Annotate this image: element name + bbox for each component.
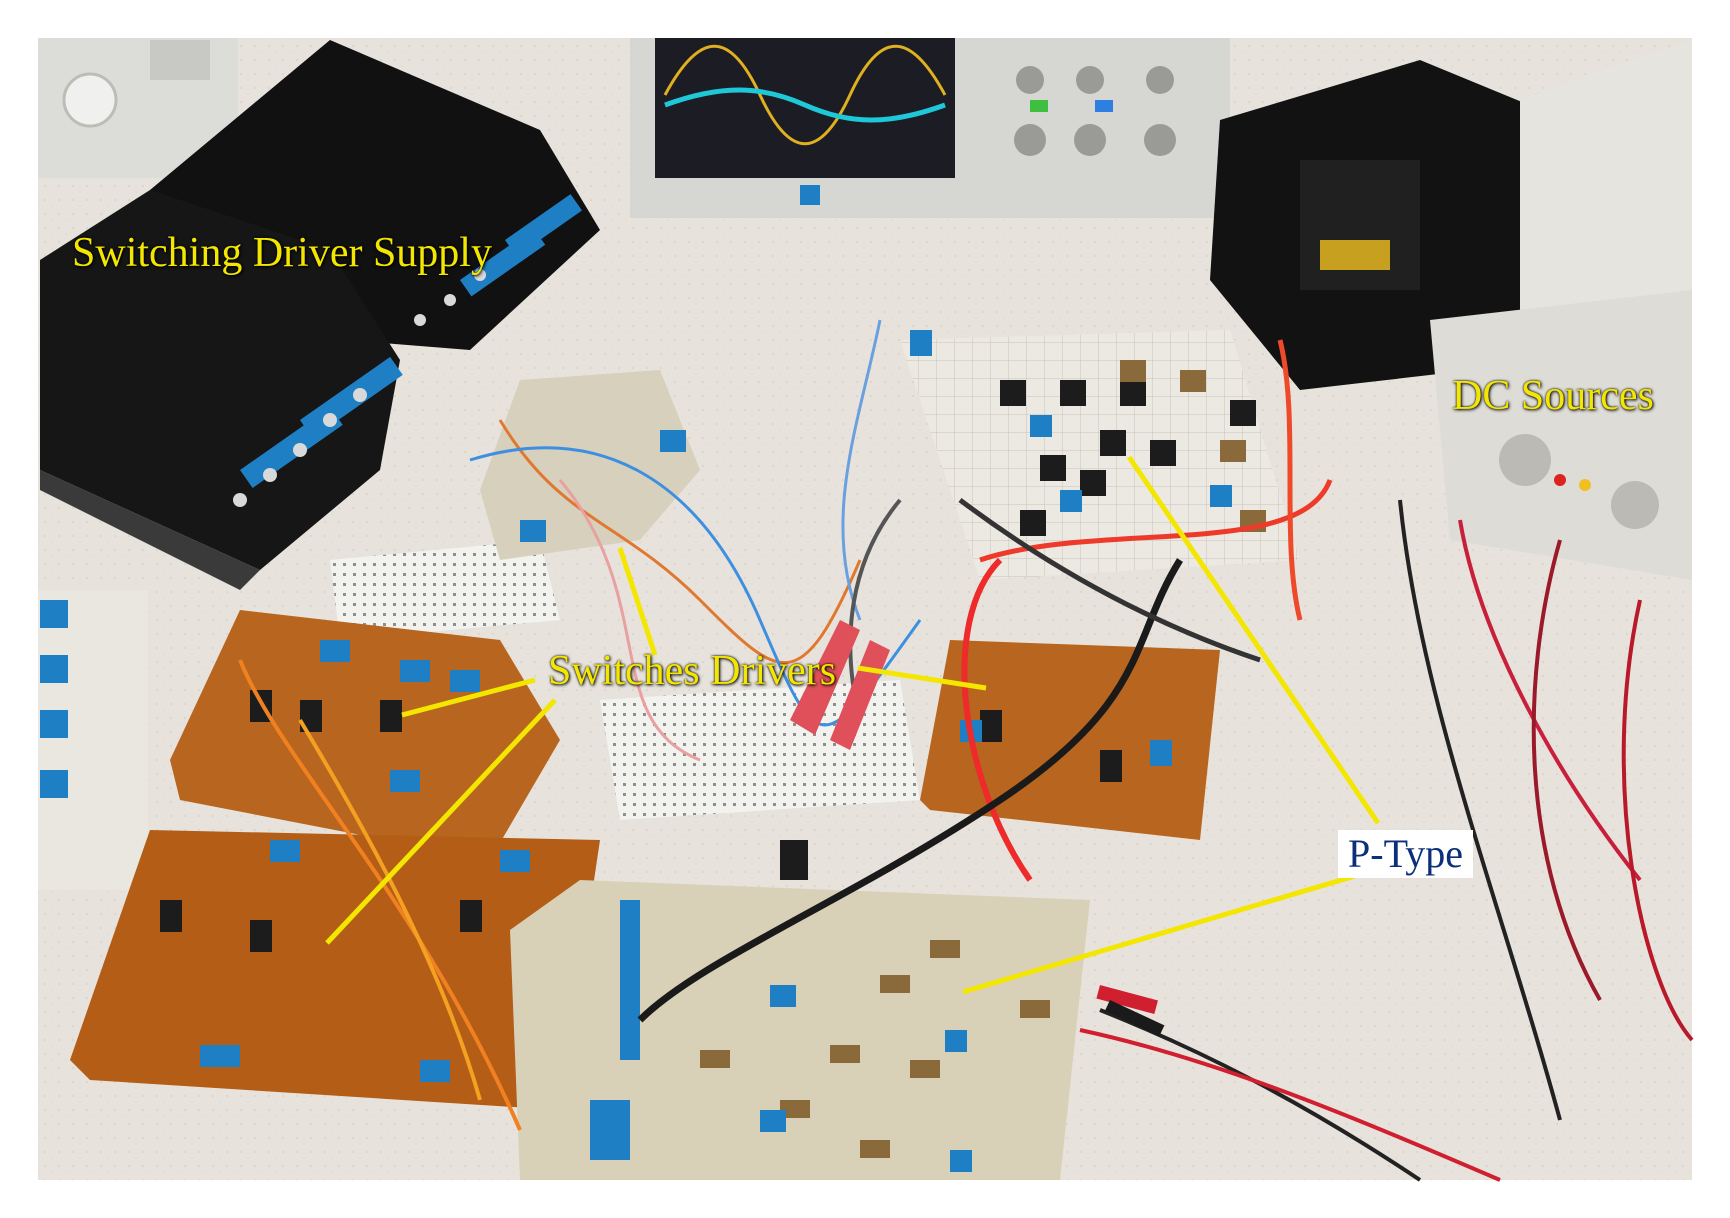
center-pcb	[480, 370, 700, 560]
left-terminal-board	[38, 590, 148, 890]
oscilloscope	[630, 38, 1230, 218]
label-switching-driver-supply: Switching Driver Supply	[72, 230, 492, 276]
label-p-type: P-Type	[1338, 830, 1473, 878]
terminal-blocks	[200, 330, 1232, 1172]
probe-clips	[790, 620, 1165, 1037]
components	[160, 380, 1256, 952]
dc-sources	[1210, 40, 1692, 580]
switching-driver-supply-box	[40, 40, 600, 590]
label-switches-drivers: Switches Drivers	[548, 648, 837, 694]
label-dc-sources: DC Sources	[1452, 373, 1654, 419]
driver-pcb-right	[920, 640, 1220, 840]
wires	[238, 319, 1694, 1182]
callout-lines	[325, 455, 1381, 995]
